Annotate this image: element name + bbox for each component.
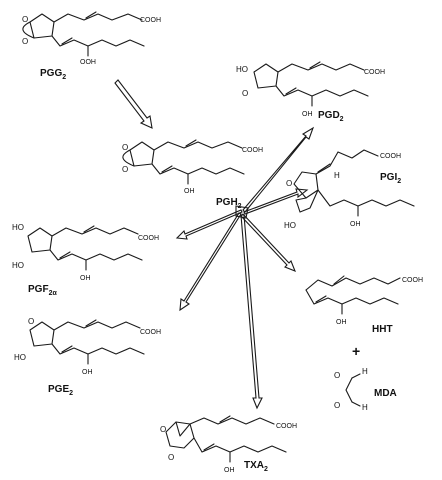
pgf2a-structure [27, 225, 143, 271]
pgh2-label: PGH2 [216, 197, 242, 210]
pgd2-cooh-label: COOH [364, 69, 385, 76]
pgh2-oh-label: OH [184, 188, 195, 195]
pgh2-structure [122, 139, 245, 185]
arrow-pgh2-to-txa2 [240, 214, 263, 410]
pge2-structure [29, 319, 145, 365]
pgg2-o-bottom: O [22, 37, 28, 46]
hht-cooh-label: COOH [402, 277, 423, 284]
pgd2-o-label: O [242, 89, 248, 98]
txa2-label: TXA2 [244, 460, 268, 473]
plus-sign: + [352, 343, 360, 359]
pgh2-cooh-label: COOH [242, 147, 263, 154]
pgi2-cooh-label: COOH [380, 153, 401, 160]
pge2-cooh-label: COOH [140, 329, 161, 336]
mda-label: MDA [374, 388, 397, 399]
pgf2a-ho-top: HO [12, 223, 24, 232]
txa2-cooh-label: COOH [276, 423, 297, 430]
mda-o-bottom: O [334, 401, 340, 410]
pgh2-o-top: O [122, 143, 128, 152]
pgg2-structure [22, 11, 145, 57]
arrow-pgh2-to-pgd2 [242, 126, 315, 213]
pge2-ho-label: HO [14, 353, 26, 362]
pge2-label: PGE2 [48, 384, 73, 397]
mda-o-top: O [334, 371, 340, 380]
pgd2-structure [253, 61, 369, 107]
pgg2-label: PGG2 [40, 68, 66, 81]
txa2-o-bottom: O [168, 453, 174, 462]
pgi2-structure [293, 149, 415, 217]
pgf2a-cooh-label: COOH [138, 235, 159, 242]
pgg2-cooh-label: COOH [140, 17, 161, 24]
arrows [114, 79, 315, 410]
arrow-pgh2-to-hht [240, 213, 296, 272]
arrow-pgg2-to-pgh2 [114, 79, 153, 129]
pgf2a-label: PGF2α [28, 284, 57, 297]
arrow-converge-tail [235, 205, 249, 219]
hht-label: HHT [372, 324, 393, 335]
pgd2-oh-label: OH [302, 111, 313, 118]
pgd2-label: PGD2 [318, 110, 344, 123]
pgi2-h-label: H [334, 171, 340, 180]
pgd2-ho-label: HO [236, 65, 248, 74]
pgf2a-ho-bottom: HO [12, 261, 24, 270]
hht-structure [305, 275, 401, 315]
txa2-oh-label: OH [224, 467, 235, 474]
mda-structure [345, 373, 361, 407]
pgg2-o-top: O [22, 15, 28, 24]
txa2-structure [165, 415, 287, 463]
arrow-pgh2-to-pgf2a [175, 209, 243, 240]
mda-h-top: H [362, 367, 368, 376]
pgg2-ooh-label: OOH [80, 59, 96, 66]
pgi2-label: PGI2 [380, 172, 401, 185]
pgi2-ho-label: HO [284, 221, 296, 230]
pgf2a-oh-label: OH [80, 275, 91, 282]
mda-h-bottom: H [362, 403, 368, 412]
hht-oh-label: OH [336, 319, 347, 326]
pgi2-oh-label: OH [350, 221, 361, 228]
pge2-o-label: O [28, 317, 34, 326]
pgh2-o-bottom: O [122, 165, 128, 174]
txa2-o-top: O [160, 425, 166, 434]
pge2-oh-label: OH [82, 369, 93, 376]
pgi2-o-label: O [286, 179, 292, 188]
arrow-pgh2-to-pge2 [179, 212, 242, 312]
